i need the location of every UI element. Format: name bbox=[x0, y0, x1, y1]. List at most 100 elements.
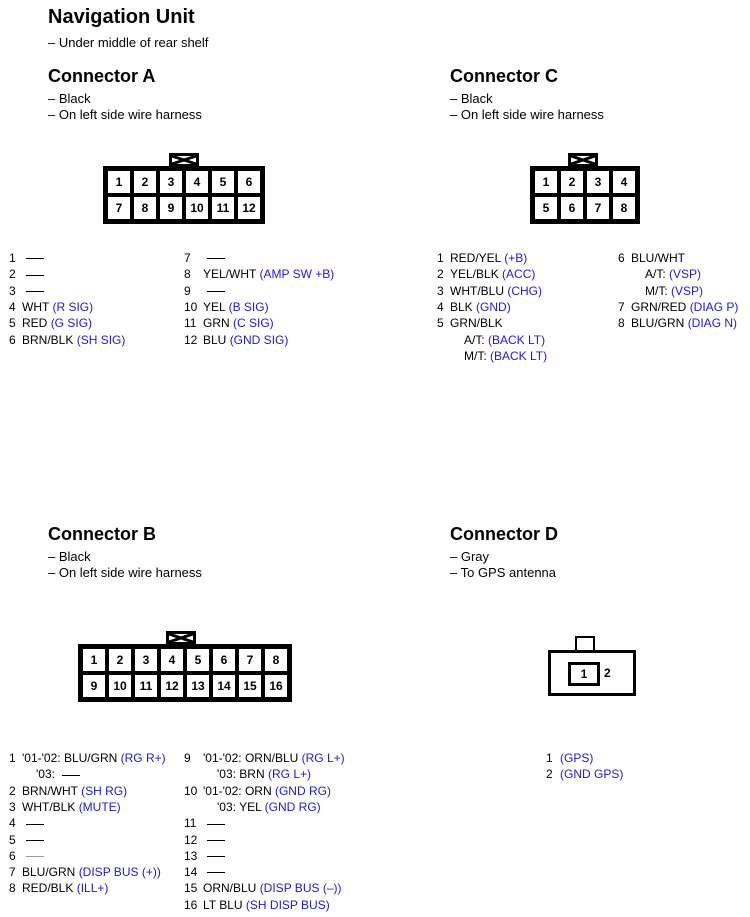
unused-pin-dash bbox=[207, 290, 225, 292]
pin-number: 1 bbox=[9, 751, 16, 765]
pin-function: (G SIG) bbox=[50, 316, 93, 331]
connector-a-cell-8: 8 bbox=[132, 195, 158, 221]
pin-number: 5 bbox=[9, 832, 16, 847]
wire-color: WHT/BLU bbox=[450, 283, 504, 298]
pin-row: 9'01-'02: ORN/BLU (RG L+) bbox=[184, 750, 345, 766]
connector-c-cell-6: 6 bbox=[559, 195, 585, 221]
connector-d-location: – To GPS antenna bbox=[450, 565, 557, 580]
connector-a-cell-10: 10 bbox=[184, 195, 210, 221]
connector-b-cell-14: 14 bbox=[211, 673, 237, 699]
connector-a-cell-9: 9 bbox=[158, 195, 184, 221]
connector-b-cell-15: 15 bbox=[237, 673, 263, 699]
unused-pin-dash bbox=[207, 839, 225, 841]
connector-a-cell-1: 1 bbox=[106, 169, 132, 195]
pin-number: 8 bbox=[618, 316, 625, 331]
pin-number: 4 bbox=[9, 816, 16, 831]
pin-function: (R SIG) bbox=[52, 299, 94, 314]
pin-number: 16 bbox=[184, 897, 198, 912]
pin-number: 4 bbox=[9, 299, 16, 314]
wire-color: WHT/BLK bbox=[22, 799, 76, 814]
pin-row: 12 bbox=[184, 832, 225, 848]
unit-location: – Under middle of rear shelf bbox=[48, 35, 209, 50]
pin-function: (DIAG P) bbox=[689, 299, 739, 314]
unused-pin-dash bbox=[207, 258, 225, 260]
pin-number: 6 bbox=[9, 848, 16, 863]
pin-function: (SH RG) bbox=[81, 783, 128, 798]
pin-function: (AMP SW +B) bbox=[259, 267, 335, 282]
pin-row: 9 bbox=[184, 283, 225, 299]
connector-a-location: – On left side wire harness bbox=[48, 107, 202, 122]
connector-a-title: Connector A bbox=[48, 66, 156, 86]
connector-b-cell-5: 5 bbox=[185, 647, 211, 673]
wire-color: LT BLU bbox=[203, 897, 243, 912]
wire-color: RED/BLK bbox=[22, 881, 74, 896]
unused-pin-dash bbox=[26, 274, 44, 276]
wire-color: ORN/BLU bbox=[203, 881, 257, 896]
unused-pin-dash bbox=[62, 774, 81, 776]
pin-number: 2 bbox=[546, 767, 553, 782]
pin-function: (GND GPS) bbox=[560, 767, 624, 782]
connector-b-cell-10: 10 bbox=[107, 673, 133, 699]
wire-color: BLU/GRN bbox=[631, 316, 685, 331]
pin-number: 10 bbox=[184, 783, 198, 798]
pin-function: (GPS) bbox=[560, 751, 594, 765]
pin-number: 11 bbox=[184, 316, 197, 331]
pin-row: 7 bbox=[184, 250, 225, 266]
pin-number: 11 bbox=[184, 816, 197, 831]
pin-number: 9 bbox=[184, 283, 191, 298]
connector-b-title: Connector B bbox=[48, 524, 156, 544]
wire-color: WHT bbox=[22, 299, 50, 314]
connector-d-cell-2-label: 2 bbox=[604, 666, 611, 680]
connector-a-cell-7: 7 bbox=[106, 195, 132, 221]
pin-function: (BACK LT) bbox=[490, 348, 548, 363]
wire-color: '03: bbox=[36, 767, 55, 782]
wire-color: GRN/BLK bbox=[450, 316, 503, 331]
wire-color: YEL bbox=[203, 299, 226, 314]
pin-number: 13 bbox=[184, 848, 198, 863]
pin-number: 3 bbox=[9, 283, 16, 298]
connector-a-cell-12: 12 bbox=[236, 195, 262, 221]
connector-b-latch bbox=[166, 631, 196, 645]
connector-b-cell-6: 6 bbox=[211, 647, 237, 673]
pin-row: '03: bbox=[9, 766, 81, 782]
wire-color: BRN/WHT bbox=[22, 783, 78, 798]
wire-color: YEL/BLK bbox=[450, 267, 499, 282]
connector-a-cell-2: 2 bbox=[132, 169, 158, 195]
connector-b-cell-2: 2 bbox=[107, 647, 133, 673]
pin-function: (GND) bbox=[476, 299, 511, 314]
connector-c-cell-4: 4 bbox=[611, 169, 637, 195]
pin-function: (+B) bbox=[504, 251, 528, 265]
pin-number: 7 bbox=[184, 251, 191, 265]
pin-function: (VSP) bbox=[669, 267, 702, 282]
pin-number: 7 bbox=[618, 299, 625, 314]
pin-number: 12 bbox=[184, 832, 198, 847]
pin-function: (C SIG) bbox=[233, 316, 274, 331]
pin-number: 8 bbox=[9, 881, 16, 896]
pin-row: 1 bbox=[9, 250, 44, 266]
pin-function: (RG R+) bbox=[120, 751, 166, 765]
pin-row: 2 (GND GPS) bbox=[546, 766, 623, 782]
connector-a-latch bbox=[169, 153, 199, 167]
wire-color: BRN/BLK bbox=[22, 332, 74, 347]
wire-color: BLK bbox=[450, 299, 473, 314]
pin-number: 1 bbox=[437, 251, 444, 265]
pin-function: (DISP BUS (+)) bbox=[78, 865, 161, 880]
pin-number: 6 bbox=[9, 332, 16, 347]
connector-d-title: Connector D bbox=[450, 524, 558, 544]
pin-function: (RG L+) bbox=[268, 767, 312, 782]
pin-row: A/T: (VSP) bbox=[618, 266, 701, 282]
